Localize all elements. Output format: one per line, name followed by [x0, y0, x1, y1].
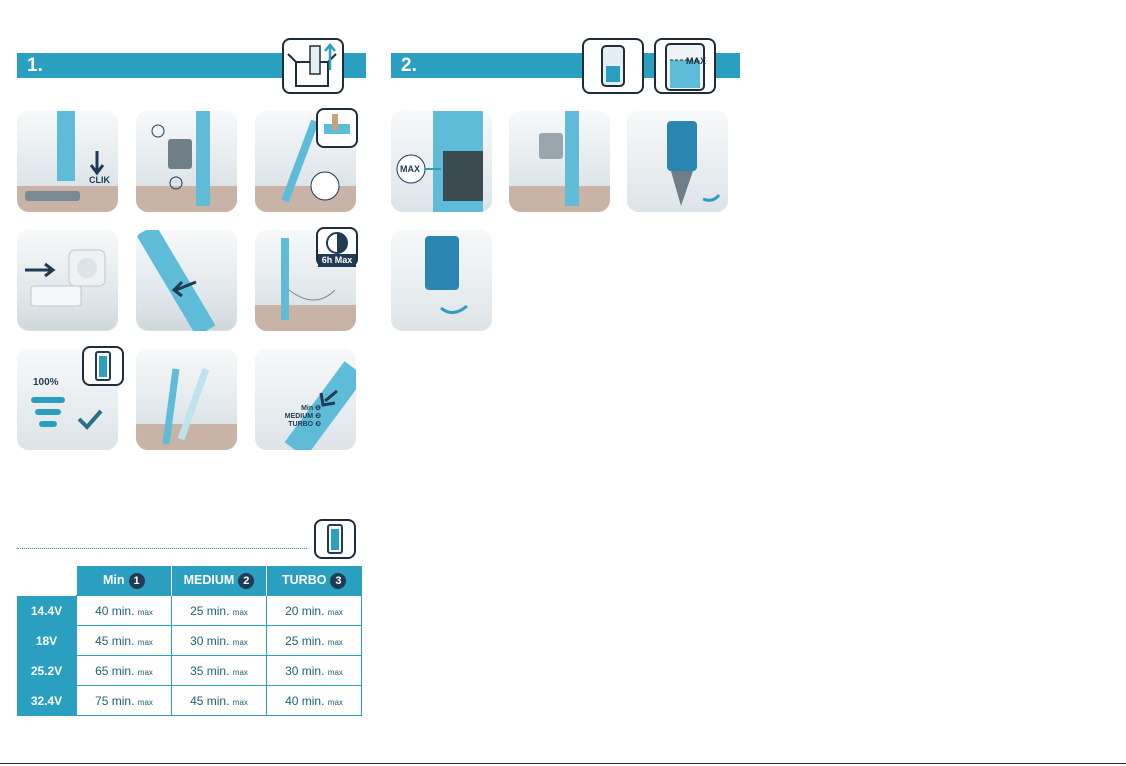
max-level-label: MAX: [400, 164, 420, 174]
table-row: 14.4V 40 min. max 25 min. max 20 min. ma…: [17, 596, 362, 626]
battery-icon-table: [314, 519, 356, 559]
six-hours-label: 6h Max: [318, 254, 356, 267]
box-unpack-icon: [282, 38, 344, 94]
panel-attach-handle: CLIK: [17, 111, 118, 212]
section-2-number: 2.: [401, 55, 417, 76]
speed-min-label: Min ❶: [273, 404, 321, 412]
table-row: 25.2V 65 min. max 35 min. max 30 min. ma…: [17, 656, 362, 686]
battery-full-label: 100%: [33, 377, 59, 388]
table-row: 18V 45 min. max 30 min. max 25 min. max: [17, 626, 362, 656]
panel-bin-max-level: MAX: [391, 111, 492, 212]
dust-bin-icon: [582, 38, 644, 94]
panel-plug-charger: [17, 230, 118, 331]
speed-turbo-label: TURBO ❸: [273, 420, 321, 428]
panel-connect-cable: [136, 230, 237, 331]
panel-insert-bin: [136, 111, 237, 212]
clik-label: CLIK: [89, 175, 110, 185]
section-1-number: 1.: [27, 55, 43, 76]
panel-refit-bin: [391, 230, 492, 331]
table-row: 32.4V 75 min. max 45 min. max 40 min. ma…: [17, 686, 362, 716]
brush-detail-icon: [316, 108, 358, 148]
panel-power-switch: Min ❶ MEDIUM ❷ TURBO ❸: [255, 349, 356, 450]
dust-bin-max-icon: MAX: [654, 38, 716, 94]
panel-empty-bin: [627, 111, 728, 212]
check-icon: [79, 411, 101, 427]
battery-icon: [82, 346, 124, 386]
panel-fold-handle: [136, 349, 237, 450]
table-divider: [17, 548, 307, 549]
page-bottom-rule: [0, 763, 1126, 764]
panel-remove-bin: [509, 111, 610, 212]
bin-max-label: MAX: [686, 56, 706, 66]
speed-medium-label: MEDIUM ❷: [273, 412, 321, 420]
